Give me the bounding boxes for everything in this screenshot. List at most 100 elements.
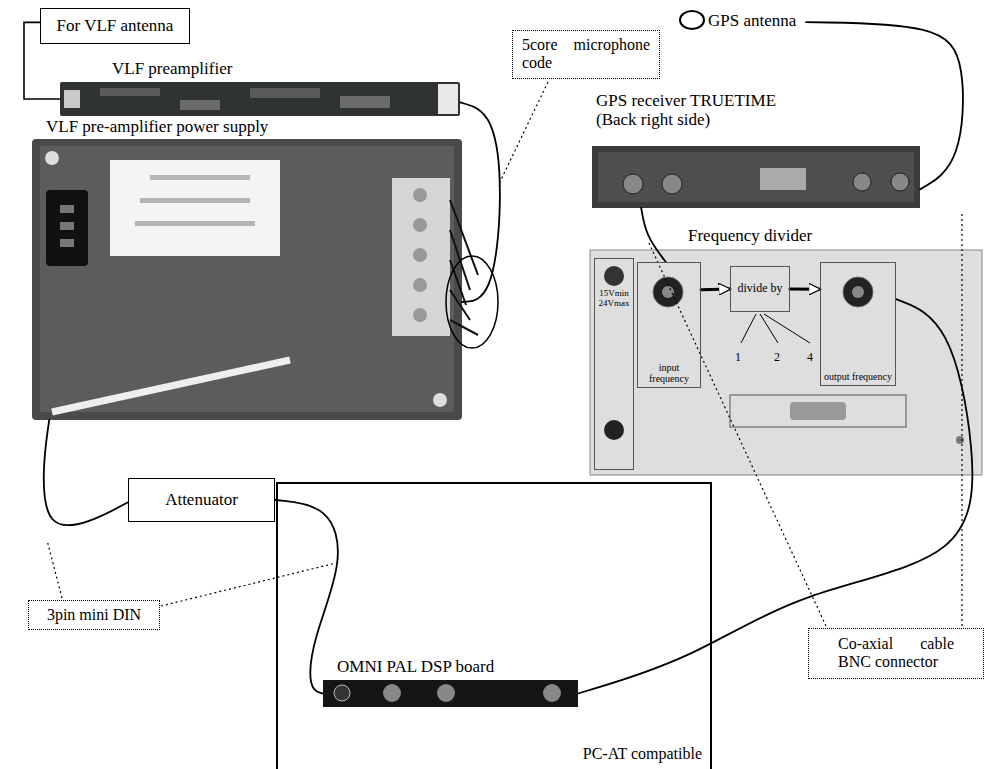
terminal-screw [413, 278, 427, 292]
antenna-label: GPS antenna [680, 9, 806, 33]
heading-text: GPS receiver TRUETIME (Back right side) [596, 91, 796, 130]
sticker-mark [150, 175, 250, 180]
selector-connector [790, 402, 846, 420]
db-port [760, 168, 806, 190]
sticker [110, 160, 280, 256]
callout-box: 5core microphone code [512, 30, 660, 79]
node-text: 15Vmin 24Vmax [597, 289, 631, 309]
wire [450, 260, 466, 305]
wire-oval [446, 256, 498, 348]
divide-number: 2 [774, 351, 780, 365]
dsp-board: OMNI PAL DSP board [323, 680, 578, 707]
node-text: divide by [738, 282, 783, 295]
callout-box: 3pin mini DIN [28, 600, 160, 630]
cable-line [806, 22, 963, 189]
bnc-input [653, 277, 683, 307]
cable-line [641, 208, 666, 262]
sticker-mark [140, 198, 250, 203]
bnc-jack [623, 174, 643, 194]
label-slot: 2 [774, 347, 780, 365]
terminal-screw [413, 188, 427, 202]
bnc-core [852, 286, 864, 298]
board-component [250, 88, 320, 98]
power-supply: VLF pre-amplifier power supply [32, 139, 462, 420]
label-slot: 4 [807, 347, 813, 365]
divide-line [741, 314, 756, 343]
node-text: Co-axial cable BNC connector [838, 635, 954, 672]
antenna-loop [680, 11, 704, 29]
divide-number: 1 [735, 351, 741, 365]
callout-box: Co-axial cable BNC connector [808, 628, 984, 679]
bnc-jack [662, 174, 682, 194]
node-text: Attenuator [165, 490, 238, 510]
leader-line [498, 82, 548, 186]
node-text: output frequency [824, 371, 892, 382]
terminal-screw [413, 218, 427, 232]
power-supply-photo [32, 139, 462, 420]
divider-photo [590, 250, 982, 475]
white-cable [52, 360, 290, 412]
power-supply-plate [40, 146, 454, 412]
screw [956, 436, 964, 444]
terminal-screw [413, 308, 427, 322]
cable-line [275, 500, 338, 694]
preamp-board: VLF preamplifier [60, 82, 460, 116]
power-jack [604, 266, 624, 286]
wire [450, 290, 470, 320]
cable-line [460, 102, 500, 302]
screw [45, 151, 59, 165]
board-component [180, 100, 220, 110]
bnc-output [843, 277, 873, 307]
label-slot: 1 [735, 347, 741, 365]
wire [450, 200, 478, 275]
selector-panel [730, 395, 906, 427]
bnc-jack [853, 173, 871, 191]
label-box: For VLF antenna [40, 8, 190, 44]
bnc-jack [383, 684, 401, 702]
bnc-core [662, 286, 674, 298]
plug-slot [60, 222, 74, 230]
bnc-jack [543, 684, 561, 702]
power-plug [46, 190, 88, 266]
terminal-screw [413, 248, 427, 262]
divide-line [764, 314, 810, 343]
receiver-photo [592, 146, 920, 208]
plug-slot [60, 205, 74, 213]
divide-line [760, 314, 778, 343]
leader-line [961, 212, 962, 626]
heading-text: OMNI PAL DSP board [337, 657, 494, 677]
node-text: input frequency [640, 362, 698, 384]
bnc-jack [437, 684, 455, 702]
gps-receiver: GPS receiver TRUETIME (Back right side) [592, 146, 920, 208]
attenuator-box: Attenuator [128, 478, 275, 522]
node-text: GPS antenna [708, 11, 796, 31]
mini-din-jack [334, 685, 350, 701]
output-box: output frequency [820, 262, 896, 386]
board-pins [438, 84, 458, 114]
divide-number: 4 [807, 351, 813, 365]
divide-box: divide by [730, 266, 790, 312]
node-text: 3pin mini DIN [37, 606, 151, 624]
screw [433, 393, 447, 407]
board-photo [60, 82, 460, 116]
flow-arrow [701, 288, 730, 292]
antenna-terminal [64, 90, 80, 108]
sticker-mark [135, 221, 255, 226]
node-text: 5core microphone code [522, 36, 650, 73]
receiver-panel [598, 152, 914, 202]
cable-line [44, 420, 128, 525]
heading-text: Frequency divider [688, 226, 812, 246]
input-box: input frequency [637, 262, 701, 388]
flow-arrow [790, 288, 820, 291]
heading-text: VLF preamplifier [112, 59, 232, 79]
leader-line [161, 563, 336, 606]
wire [450, 230, 470, 290]
node-text: PC-AT compatible [583, 745, 702, 763]
switch-knob [604, 420, 624, 440]
power-jack-panel: 15Vmin 24Vmax [594, 258, 634, 470]
terminal-block [392, 178, 450, 336]
pc-frame: PC-AT compatible OMNI PAL DSP board [276, 482, 712, 769]
node-text: For VLF antenna [57, 16, 174, 36]
leader-line [47, 540, 62, 598]
bnc-jack [891, 173, 909, 191]
